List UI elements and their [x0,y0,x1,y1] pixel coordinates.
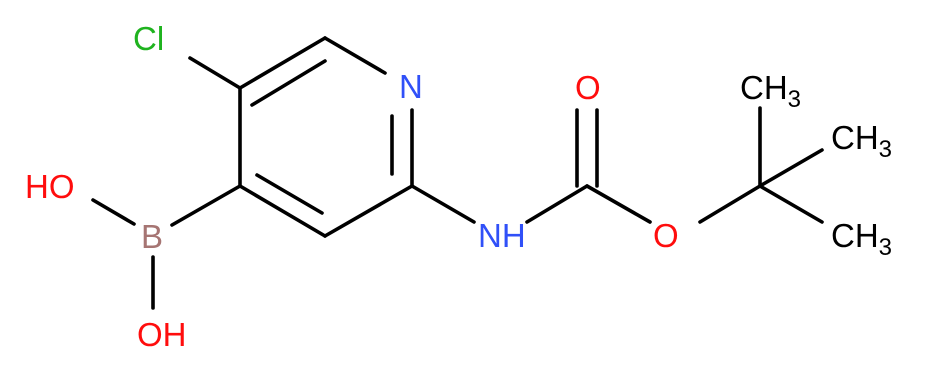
atom-o-ester: O [653,217,679,254]
bond-c3-c4 [238,184,327,238]
atom-cl: Cl [133,20,164,57]
bonds [91,36,824,310]
ch3-top-label: CH [740,69,788,106]
atom-o-carbonyl: O [575,69,601,106]
bond-c4-b [170,184,242,227]
atom-ch3-bottom: CH3 [831,217,892,261]
bond-c5-cl [188,56,242,90]
bond-tbu-ch3-right [758,148,824,188]
bond-c5-c6-double [250,59,327,107]
atom-b: B [141,218,163,255]
ch3-bottom-label: CH [831,217,879,254]
atom-ch3-right: CH3 [831,119,892,163]
ch3-right-label: CH [831,119,879,156]
atom-oh-top: HO [25,168,75,205]
atom-ch3-top: CH3 [740,69,801,113]
bond-b-oh-top [91,198,136,226]
bond-c2-c3 [323,184,414,238]
bond-tbu-ch3-bottom [758,184,824,224]
ch3-top-subscript: 3 [788,86,801,113]
atom-nh: NH [478,217,526,254]
bond-c-o-ester [585,184,652,224]
bond-o-tbu [698,184,762,224]
ch3-right-subscript: 3 [879,136,892,163]
bond-c2-nh [410,184,476,224]
ch3-bottom-subscript: 3 [879,234,892,261]
bond-c6-n [323,36,387,75]
atom-oh-bottom: OH [137,316,187,353]
bond-c5-c6 [238,36,327,90]
bond-c3-c4-double [255,173,324,215]
bond-nh-carbonyl [525,184,589,224]
atom-n-ring: N [399,68,423,105]
atom-labels: Cl N NH O O B HO OH CH3 CH3 CH3 [25,20,892,353]
